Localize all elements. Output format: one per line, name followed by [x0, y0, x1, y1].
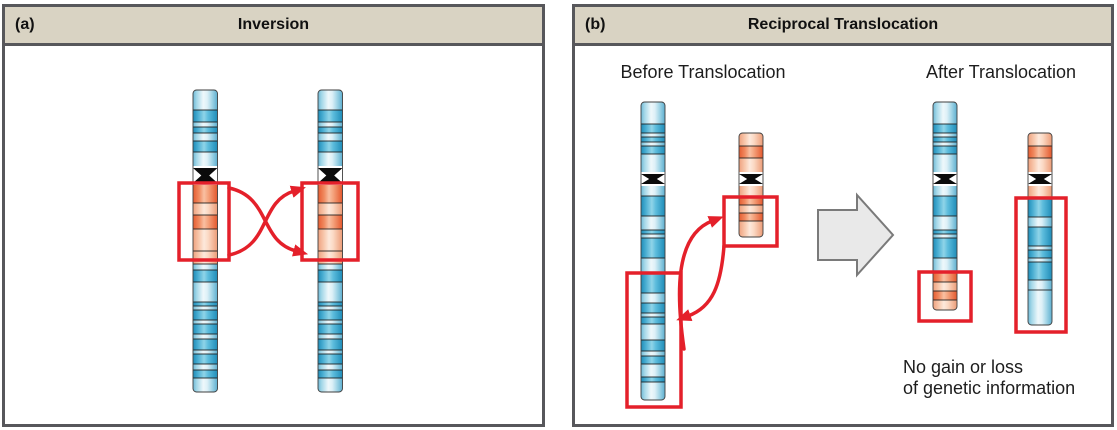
panel-a-body	[5, 46, 542, 424]
panel-a-tag: (a)	[15, 16, 35, 33]
panel-b-tag: (b)	[585, 16, 606, 33]
note-line-1: No gain or loss	[903, 357, 1024, 377]
panel-reciprocal-translocation: (b) Reciprocal Translocation Before Tran…	[572, 4, 1114, 427]
note-line-2: of genetic information	[903, 378, 1076, 398]
panel-b-body: Before Translocation After Translocation…	[575, 46, 1111, 424]
panel-b-title: Reciprocal Translocation	[747, 16, 939, 33]
after-translocation-label: After Translocation	[925, 62, 1077, 82]
panel-inversion: (a) Inversion	[2, 4, 545, 427]
panel-a-title: Inversion	[237, 16, 310, 33]
before-translocation-label: Before Translocation	[620, 62, 786, 82]
panel-b-header: (b) Reciprocal Translocation	[575, 7, 1111, 46]
no-gain-loss-note: No gain or loss of genetic information	[903, 357, 1075, 399]
panel-a-header: (a) Inversion	[5, 7, 542, 46]
